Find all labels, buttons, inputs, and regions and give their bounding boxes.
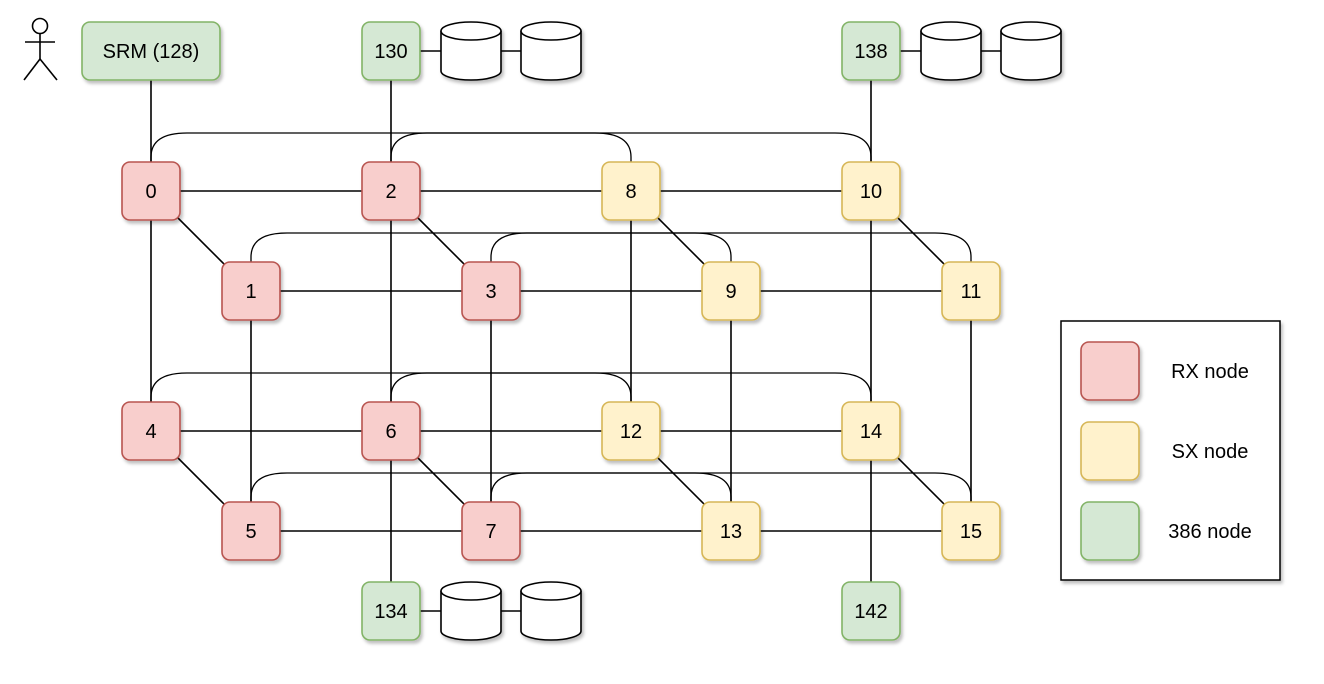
legend: RX node SX node 386 node xyxy=(1060,320,1281,581)
node-6: 6 xyxy=(361,401,421,461)
disk-cylinder-icon xyxy=(440,21,502,81)
node-label: 138 xyxy=(854,41,887,63)
hypercube-arc-5-13 xyxy=(250,472,732,502)
node-box xyxy=(81,21,221,81)
disk-cylinder-icon xyxy=(520,581,582,641)
node-box xyxy=(361,161,421,221)
node-srm: SRM (128) xyxy=(81,21,221,81)
node-box xyxy=(601,161,661,221)
node-label: 142 xyxy=(854,601,887,623)
node-box xyxy=(601,401,661,461)
node-box xyxy=(221,501,281,561)
node-label: 12 xyxy=(620,421,642,443)
hypercube-arc-2-10 xyxy=(390,132,872,162)
node-box xyxy=(221,261,281,321)
node-2: 2 xyxy=(361,161,421,221)
legend-label: 386 node xyxy=(1168,521,1251,543)
disk-cylinder-icon xyxy=(520,21,582,81)
node-0: 0 xyxy=(121,161,181,221)
hypercube-arc-7-15 xyxy=(490,472,972,502)
node-box xyxy=(701,501,761,561)
node-box xyxy=(361,581,421,641)
hypercube-arc-4-12 xyxy=(150,372,632,402)
node-15: 15 xyxy=(941,501,1001,561)
node-box xyxy=(941,501,1001,561)
node-10: 10 xyxy=(841,161,901,221)
node-box xyxy=(361,21,421,81)
node-label: 11 xyxy=(961,281,982,303)
legend-item-sx: SX node xyxy=(1080,421,1249,481)
node-label: 5 xyxy=(245,521,256,543)
legend-swatch xyxy=(1080,341,1140,401)
node-label: 15 xyxy=(960,521,982,543)
legend-label: RX node xyxy=(1171,361,1249,383)
node-box xyxy=(121,161,181,221)
disk-cylinder-icon xyxy=(1000,21,1062,81)
hypercube-arc-1-9 xyxy=(250,232,732,262)
node-box xyxy=(841,21,901,81)
legend-swatch xyxy=(1080,421,1140,481)
node-1: 1 xyxy=(221,261,281,321)
disk-cylinder-icon xyxy=(920,21,982,81)
node-label: 7 xyxy=(485,521,496,543)
node-134: 134 xyxy=(361,581,421,641)
node-13: 13 xyxy=(701,501,761,561)
legend-item-n386: 386 node xyxy=(1080,501,1252,561)
node-box xyxy=(121,401,181,461)
legend-swatch xyxy=(1080,501,1140,561)
node-9: 9 xyxy=(701,261,761,321)
user-actor-icon xyxy=(23,17,58,81)
hypercube-arc-6-14 xyxy=(390,372,872,402)
disk-cylinder-icon xyxy=(440,581,502,641)
node-box xyxy=(461,261,521,321)
node-label: 10 xyxy=(860,181,882,203)
node-label: 6 xyxy=(385,421,396,443)
node-label: 130 xyxy=(374,41,407,63)
node-label: 9 xyxy=(725,281,736,303)
node-label: 4 xyxy=(145,421,156,443)
node-box xyxy=(841,581,901,641)
node-box xyxy=(841,401,901,461)
node-label: 2 xyxy=(385,181,396,203)
node-label: 134 xyxy=(374,601,407,623)
hypercube-arc-0-8 xyxy=(150,132,632,162)
node-box xyxy=(841,161,901,221)
node-label: 8 xyxy=(625,181,636,203)
node-box xyxy=(941,261,1001,321)
node-138: 138 xyxy=(841,21,901,81)
hypercube-arcs-layer xyxy=(150,132,972,502)
hypercube-arc-3-11 xyxy=(490,232,972,262)
node-label: 1 xyxy=(245,281,256,303)
node-label: 13 xyxy=(720,521,742,543)
node-box xyxy=(461,501,521,561)
node-5: 5 xyxy=(221,501,281,561)
node-3: 3 xyxy=(461,261,521,321)
node-14: 14 xyxy=(841,401,901,461)
legend-item-rx: RX node xyxy=(1080,341,1249,401)
node-label: 0 xyxy=(145,181,156,203)
disks-layer xyxy=(420,21,1062,641)
node-12: 12 xyxy=(601,401,661,461)
node-130: 130 xyxy=(361,21,421,81)
node-label: SRM (128) xyxy=(103,41,200,63)
node-7: 7 xyxy=(461,501,521,561)
node-4: 4 xyxy=(121,401,181,461)
node-142: 142 xyxy=(841,581,901,641)
node-box xyxy=(701,261,761,321)
node-box xyxy=(361,401,421,461)
legend-label: SX node xyxy=(1172,441,1249,463)
node-11: 11 xyxy=(941,261,1001,321)
node-label: 14 xyxy=(860,421,882,443)
node-label: 3 xyxy=(485,281,496,303)
node-8: 8 xyxy=(601,161,661,221)
